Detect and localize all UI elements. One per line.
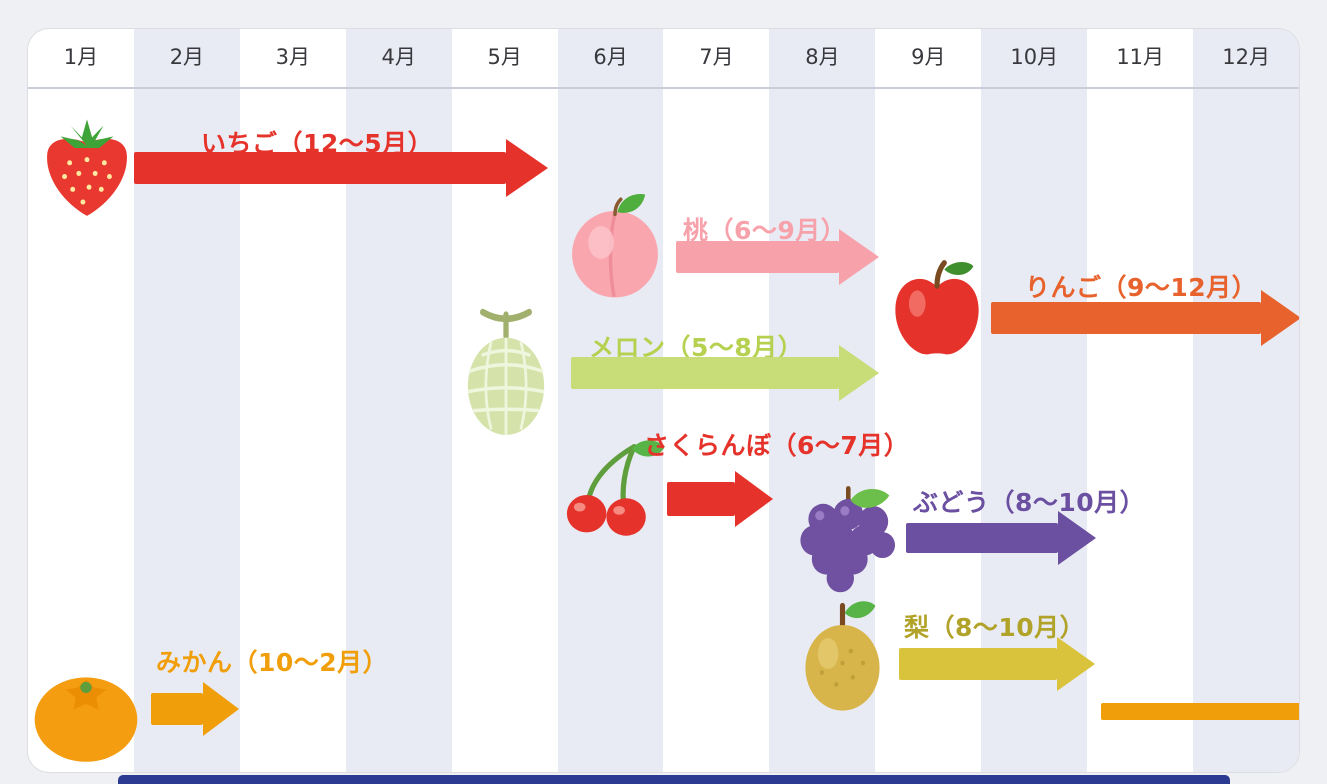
month-label-11: 11月 [1116,45,1165,69]
grape-label: ぶどう（8〜10月） [913,488,1146,517]
pear-icon [791,594,894,713]
month-label-3: 3月 [275,45,310,69]
cherry-label: さくらんぼ（6〜7月） [644,431,910,460]
bottom-bar [118,775,1230,784]
mikan-season-bar [1101,703,1299,720]
month-label-6: 6月 [593,45,628,69]
melon-icon [453,304,559,439]
strawberry-icon [36,113,138,219]
peach-season-arrow [676,229,879,285]
grape-icon [789,479,903,597]
month-label-8: 8月 [805,45,840,69]
strawberry-season-arrow [134,139,548,197]
column-stripe-12 [1193,29,1299,772]
cherry-season-arrow [667,471,773,527]
melon-season-arrow [571,345,879,401]
mikan-label: みかん（10〜2月） [156,648,389,677]
apple-label: りんご（9〜12月） [1025,273,1258,302]
month-label-9: 9月 [911,45,946,69]
month-label-4: 4月 [381,45,416,69]
column-stripe-6 [557,29,664,772]
month-label-10: 10月 [1010,45,1059,69]
apple-icon [885,253,989,363]
cherry-icon [553,429,669,539]
month-label-5: 5月 [487,45,522,69]
chart-area: いちご（12〜5月）桃（6〜9月）りんご（9〜12月）メロン（5〜8月）さくらん… [28,29,1299,772]
pear-season-arrow [899,637,1095,691]
month-label-2: 2月 [169,45,205,69]
pear-label: 梨（8〜10月） [904,613,1086,642]
grape-season-arrow [906,511,1096,565]
peach-label: 桃（6〜9月） [683,216,847,245]
apple-season-arrow [991,290,1299,346]
mikan-season-arrow [151,682,239,736]
mikan-icon [29,653,143,764]
month-header: 1月 2月 3月 4月 5月 6月 7月 8月 9月 10月 11月 12月 [28,29,1299,89]
month-label-1: 1月 [63,45,99,69]
month-label-7: 7月 [699,45,734,69]
peach-icon [557,184,673,301]
month-label-12: 12月 [1222,45,1270,69]
